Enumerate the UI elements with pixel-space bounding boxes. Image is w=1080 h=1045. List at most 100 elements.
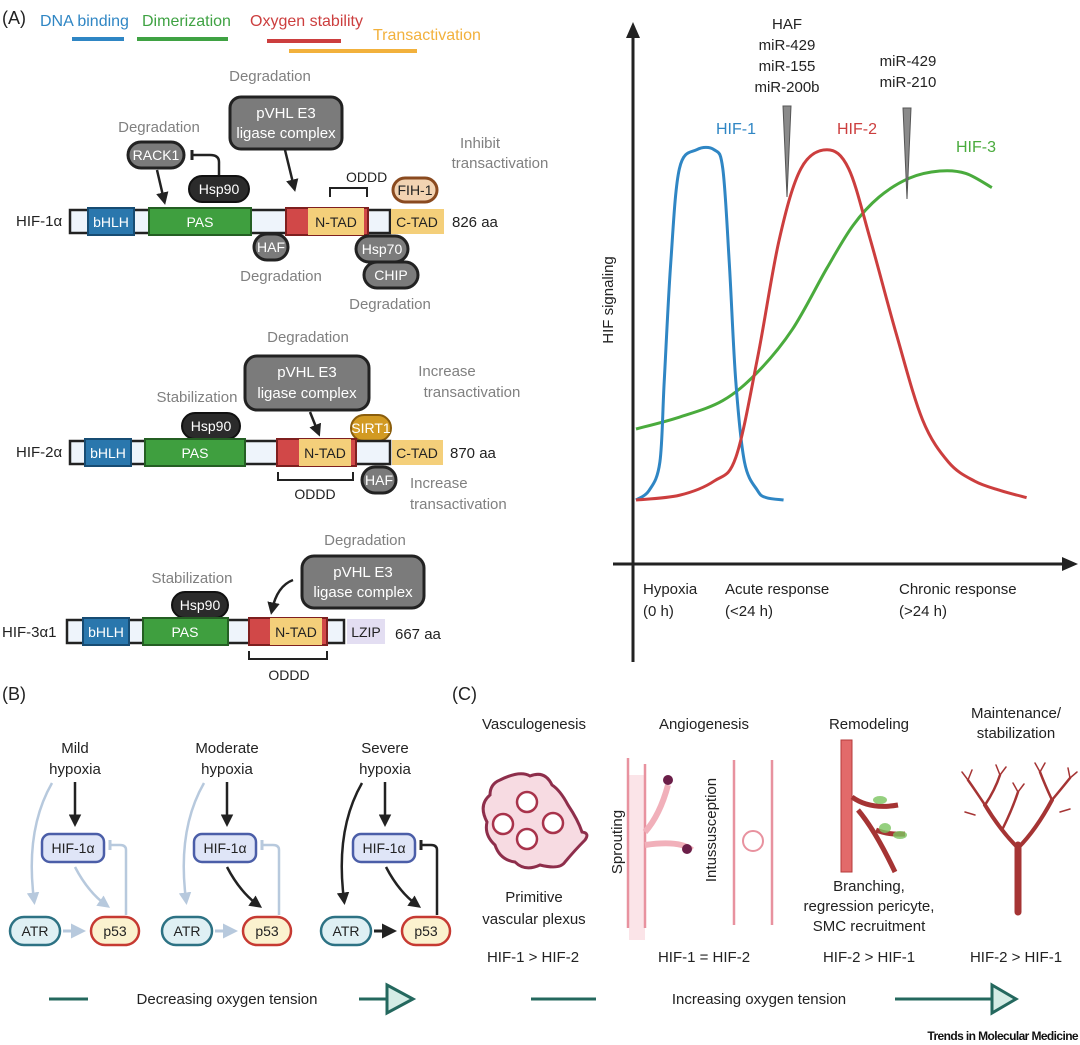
series-label-hif1: HIF-1: [716, 121, 756, 138]
legend-dimerization: Dimerization: [142, 13, 231, 30]
rack1-label: RACK1: [133, 147, 180, 163]
vasculogenesis-caption-2: vascular plexus: [482, 911, 585, 928]
mild-p53-inhibit-hif: [108, 840, 128, 915]
maintenance-ratio: HIF-2 > HIF-1: [970, 949, 1062, 966]
panel-a-label: (A): [2, 8, 26, 28]
hif3a1-structure: Degradation pVHL E3 ligase complex Stabi…: [2, 532, 442, 683]
hif3a-oddd-label: ODDD: [268, 667, 309, 683]
sirt1-label: SIRT1: [351, 420, 391, 436]
chip-label: CHIP: [374, 267, 407, 283]
vascular-tree-icon: [961, 762, 1078, 916]
hif2a-ctad-domain: [392, 440, 443, 465]
mild-hif1a-label: HIF-1α: [51, 840, 94, 856]
haf-label: HAF: [257, 239, 285, 255]
vasculogenesis-title: Vasculogenesis: [482, 716, 586, 733]
tip-cell-icon: [682, 844, 692, 854]
panel-b-label: (B): [2, 684, 26, 704]
increasing-oxygen-arrow: Increasing oxygen tension: [531, 982, 1019, 1016]
x-axis-arrowhead: [1062, 557, 1078, 571]
severe-p53-inhibit-hif: [419, 840, 439, 915]
severe-hypoxia-network: Severe hypoxia HIF-1α ATR p53: [319, 740, 452, 947]
mild-atr-node: [8, 915, 62, 947]
fih1-badge: [391, 176, 439, 204]
moderate-title-1: Moderate: [195, 740, 258, 757]
x-tick-hypoxia-1: Hypoxia: [643, 581, 698, 598]
annotation-1-line-2: miR-429: [759, 37, 816, 54]
rack1-note: Degradation: [118, 119, 200, 136]
hif3a-lzip-label: LZIP: [351, 624, 381, 640]
oddd-bracket: [329, 187, 368, 197]
increasing-oxygen-label: Increasing oxygen tension: [672, 991, 846, 1008]
hif2a-bhlh-domain: [84, 438, 132, 467]
pvhl-complex: [228, 95, 344, 151]
hif3a-pvhl-note: Degradation: [324, 532, 406, 549]
decreasing-oxygen-arrow: Decreasing oxygen tension: [49, 982, 417, 1016]
maintenance-title-2: stabilization: [977, 725, 1055, 742]
hsp90-badge: [188, 175, 250, 203]
annotation-hif2-inhibitors: miR-429 miR-210: [880, 53, 937, 200]
stage-vasculogenesis: Vasculogenesis Primitive vascular plexus…: [481, 716, 589, 966]
hif2a-oddd-label: ODDD: [294, 486, 335, 502]
annotation-2-line-2: miR-210: [880, 74, 937, 91]
angiogenesis-title: Angiogenesis: [659, 716, 749, 733]
hif2a-ctad-label: C-TAD: [396, 445, 438, 461]
moderate-hypoxia-to-atr-arrow: [178, 782, 206, 905]
hif2a-structure: Degradation pVHL E3 ligase complex Stabi…: [16, 329, 520, 513]
hsp90-label: Hsp90: [199, 181, 240, 197]
mild-hypoxia-to-atr-arrow: [26, 782, 54, 905]
moderate-title-2: hypoxia: [201, 761, 253, 778]
hif2a-pvhl-label-1: pVHL E3: [277, 364, 336, 381]
hif1a-length: 826 aa: [452, 214, 499, 231]
mild-hypoxia-network: Mild hypoxia HIF-1α ATR p53: [8, 740, 141, 947]
hif3a-ntad-domain: [270, 618, 322, 645]
hif1a-pas-domain: [148, 207, 252, 236]
fih1-note-2: transactivation: [452, 155, 549, 172]
hif3a-hsp90-label: Hsp90: [180, 597, 221, 613]
hif2a-haf-note-2: transactivation: [410, 496, 507, 513]
hif3a-pvhl-complex: [300, 554, 426, 610]
hif2a-name: HIF-2α: [16, 444, 63, 461]
annotation-1-line-4: miR-200b: [754, 79, 819, 96]
x-tick-labels: Hypoxia (0 h) Acute response (<24 h) Chr…: [643, 581, 1017, 620]
severe-title-2: hypoxia: [359, 761, 411, 778]
severe-atr-node: [319, 915, 373, 947]
moderate-atr-node: [160, 915, 214, 947]
hif1a-structure: Degradation pVHL E3 ligase complex Degra…: [16, 68, 548, 313]
plexus-lumen: [515, 790, 539, 814]
sprouting-vessel-lumen: [629, 775, 645, 940]
mild-hif-to-p53-arrow: [73, 866, 111, 908]
panel-c-label: (C): [452, 684, 477, 704]
hif1a-name: HIF-1α: [16, 213, 63, 230]
plexus-lumen: [515, 827, 539, 851]
vasculogenesis-ratio: HIF-1 > HIF-2: [487, 949, 579, 966]
severe-hif-to-p53-arrow: [384, 866, 422, 908]
pvhl-label-1: pVHL E3: [256, 105, 315, 122]
mild-atr-label: ATR: [22, 923, 49, 939]
tip-cell-icon: [663, 775, 673, 785]
hif3a-oddd-bracket: [248, 651, 328, 660]
annotation-2-line-1: miR-429: [880, 53, 937, 70]
severe-atr-label: ATR: [333, 923, 360, 939]
pericyte-icon: [873, 796, 887, 804]
hif2a-haf-badge: [360, 465, 398, 495]
hif2a-pvhl-complex: [243, 354, 371, 412]
remodeled-vessel-icon: [840, 739, 853, 873]
remodeling-caption-1: Branching,: [833, 878, 905, 895]
hif2a-haf-note-1: Increase: [410, 475, 468, 492]
severe-title-1: Severe: [361, 740, 409, 757]
pvhl-arrow: [283, 149, 299, 192]
oddd-label: ODDD: [346, 169, 387, 185]
hif2a-ntad-label: N-TAD: [304, 445, 346, 461]
moderate-p53-node: [241, 915, 293, 947]
remodeling-caption-2: regression pericyte,: [804, 898, 935, 915]
hsp90-inhibit-arrow: [190, 150, 221, 176]
hif3a-pas-domain: [142, 617, 229, 646]
panel-a: (A) DNA binding Dimerization Oxygen stab…: [2, 8, 548, 683]
legend-dna-binding: DNA binding: [40, 13, 129, 30]
moderate-hif1a-label: HIF-1α: [203, 840, 246, 856]
decreasing-arrow-head: [385, 982, 417, 1016]
hif3a-hsp90-note: Stabilization: [152, 570, 233, 587]
increasing-arrow-head: [990, 982, 1019, 1016]
severe-hypoxia-to-atr-arrow: [336, 782, 364, 905]
mild-title-2: hypoxia: [49, 761, 101, 778]
